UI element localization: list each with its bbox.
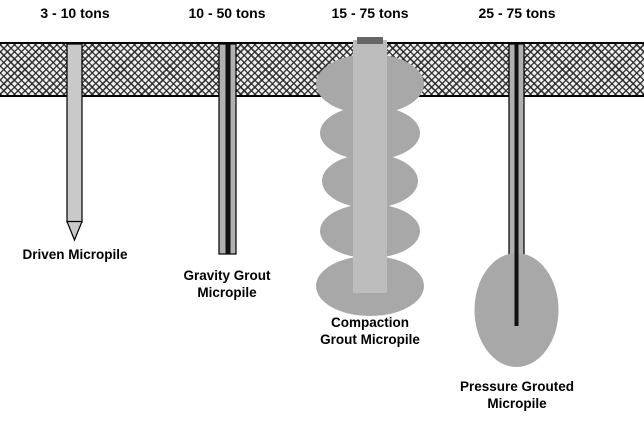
capacity-label-pressure: 25 - 75 tons	[478, 5, 556, 21]
capacity-label-compaction: 15 - 75 tons	[331, 5, 409, 21]
capacity-label-driven: 3 - 10 tons	[40, 5, 110, 21]
pressure-reinforcing-bar	[514, 44, 519, 326]
name-label-compaction: Compaction Grout Micropile	[285, 315, 455, 349]
name-line: Compaction	[330, 315, 409, 330]
gravity-grout-micropile-shape	[218, 43, 237, 255]
gravity-reinforcing-bar	[225, 44, 231, 254]
capacity-label-gravity: 10 - 50 tons	[188, 5, 266, 21]
driven-pile-shaft	[66, 43, 83, 223]
name-label-driven: Driven Micropile	[0, 247, 160, 264]
name-line: Pressure Grouted	[459, 379, 575, 394]
name-line: Driven Micropile	[22, 247, 128, 262]
compaction-top-cap	[357, 37, 383, 44]
name-line: Gravity Grout	[183, 268, 271, 283]
name-label-gravity: Gravity Grout Micropile	[142, 268, 312, 302]
name-line: Grout Micropile	[320, 331, 420, 347]
compaction-central-column	[353, 40, 387, 293]
name-line: Micropile	[487, 395, 547, 411]
driven-pile-tip	[66, 220, 83, 242]
pressure-grouted-micropile-shape	[474, 43, 559, 367]
name-line: Micropile	[197, 284, 257, 300]
name-label-pressure: Pressure Grouted Micropile	[432, 379, 602, 413]
driven-micropile-shape	[66, 43, 83, 242]
compaction-grout-micropile-shape	[316, 37, 424, 316]
